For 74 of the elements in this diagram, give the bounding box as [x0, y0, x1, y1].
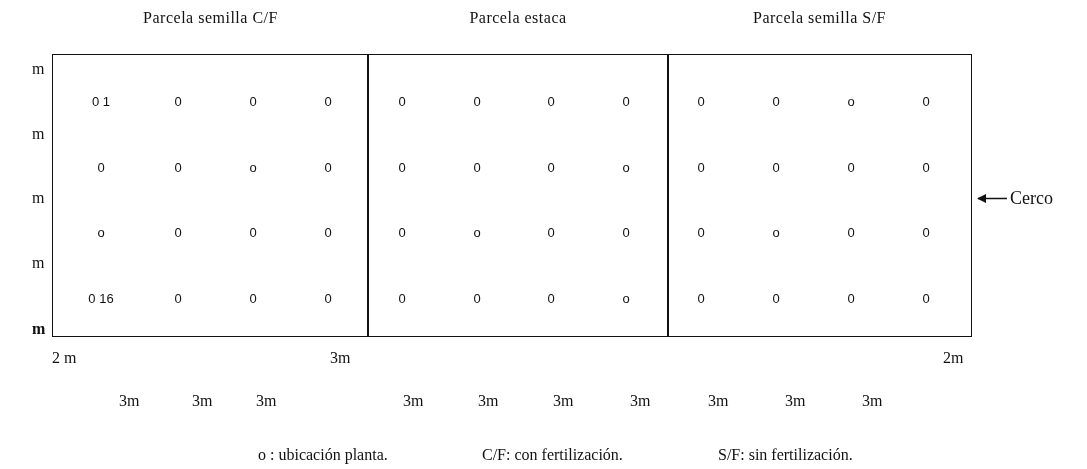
- plant-mark: 0: [697, 93, 705, 109]
- plant-mark: 0: [174, 159, 182, 175]
- dimension-label: m: [32, 125, 45, 143]
- plant-mark: 0 1: [91, 93, 111, 109]
- plant-mark: o: [622, 290, 630, 306]
- plant-mark: 0 16: [88, 290, 114, 306]
- legend-note: S/F: sin fertilización.: [718, 446, 853, 464]
- dimension-label: 3m: [478, 392, 499, 410]
- dimension-label: 3m: [192, 392, 213, 410]
- plot-title: Parcela semilla S/F: [752, 9, 887, 27]
- plant-mark: o: [249, 159, 257, 175]
- dimension-label: 3m: [785, 392, 806, 410]
- plant-mark: 0: [473, 93, 481, 109]
- plant-mark: 0: [174, 290, 182, 306]
- fence-label: Cerco: [1010, 188, 1053, 209]
- dimension-label: 3m: [119, 392, 140, 410]
- dimension-label: 2m: [943, 349, 964, 367]
- plant-mark: 0: [97, 159, 105, 175]
- plant-mark: 0: [697, 290, 705, 306]
- plant-mark: 0: [772, 290, 780, 306]
- plant-mark: 0: [922, 224, 930, 240]
- plant-mark: 0: [324, 224, 332, 240]
- plant-mark: o: [97, 224, 105, 240]
- plant-mark: 0: [847, 290, 855, 306]
- legend-note: C/F: con fertilización.: [482, 446, 623, 464]
- plant-mark: o: [473, 224, 481, 240]
- plant-mark: 0: [473, 290, 481, 306]
- plant-mark: 0: [398, 159, 406, 175]
- plot-title: Parcela estaca: [468, 9, 568, 27]
- dimension-label: 3m: [256, 392, 277, 410]
- plant-mark: 0: [473, 159, 481, 175]
- plant-mark: 0: [547, 290, 555, 306]
- dimension-label: m: [32, 60, 45, 78]
- leader-arrow: [977, 194, 1008, 203]
- plant-mark: 0: [772, 93, 780, 109]
- plant-mark: 0: [622, 93, 630, 109]
- plant-mark: 0: [847, 159, 855, 175]
- dimension-label: m: [32, 254, 45, 272]
- dimension-label: 3m: [630, 392, 651, 410]
- plant-mark: 0: [249, 93, 257, 109]
- dimension-label: 2 m: [52, 349, 77, 367]
- plant-mark: 0: [398, 290, 406, 306]
- dimension-label: 3m: [553, 392, 574, 410]
- plot-title: Parcela semilla C/F: [142, 9, 279, 27]
- legend-note: o : ubicación planta.: [258, 446, 388, 464]
- plant-mark: 0: [324, 290, 332, 306]
- plant-mark: 0: [697, 224, 705, 240]
- plant-mark: 0: [922, 159, 930, 175]
- dimension-label: 3m: [708, 392, 729, 410]
- plant-mark: 0: [398, 224, 406, 240]
- plant-mark: 0: [324, 159, 332, 175]
- plant-mark: 0: [174, 224, 182, 240]
- dimension-label: 3m: [403, 392, 424, 410]
- dimension-label: m: [32, 320, 46, 338]
- plant-mark: 0: [922, 290, 930, 306]
- dimension-label: m: [32, 189, 45, 207]
- plant-mark: 0: [622, 224, 630, 240]
- plant-mark: 0: [324, 93, 332, 109]
- plant-mark: o: [772, 224, 780, 240]
- plant-mark: 0: [547, 159, 555, 175]
- plant-mark: 0: [697, 159, 705, 175]
- plant-mark: 0: [772, 159, 780, 175]
- plant-mark: 0: [174, 93, 182, 109]
- plant-mark: o: [622, 159, 630, 175]
- dimension-label: 3m: [330, 349, 351, 367]
- plant-mark: 0: [922, 93, 930, 109]
- plant-mark: 0: [547, 224, 555, 240]
- plant-mark: 0: [547, 93, 555, 109]
- dimension-label: 3m: [862, 392, 883, 410]
- plant-mark: 0: [847, 224, 855, 240]
- plant-mark: 0: [249, 290, 257, 306]
- plant-mark: o: [847, 93, 855, 109]
- plant-mark: 0: [249, 224, 257, 240]
- plant-mark: 0: [398, 93, 406, 109]
